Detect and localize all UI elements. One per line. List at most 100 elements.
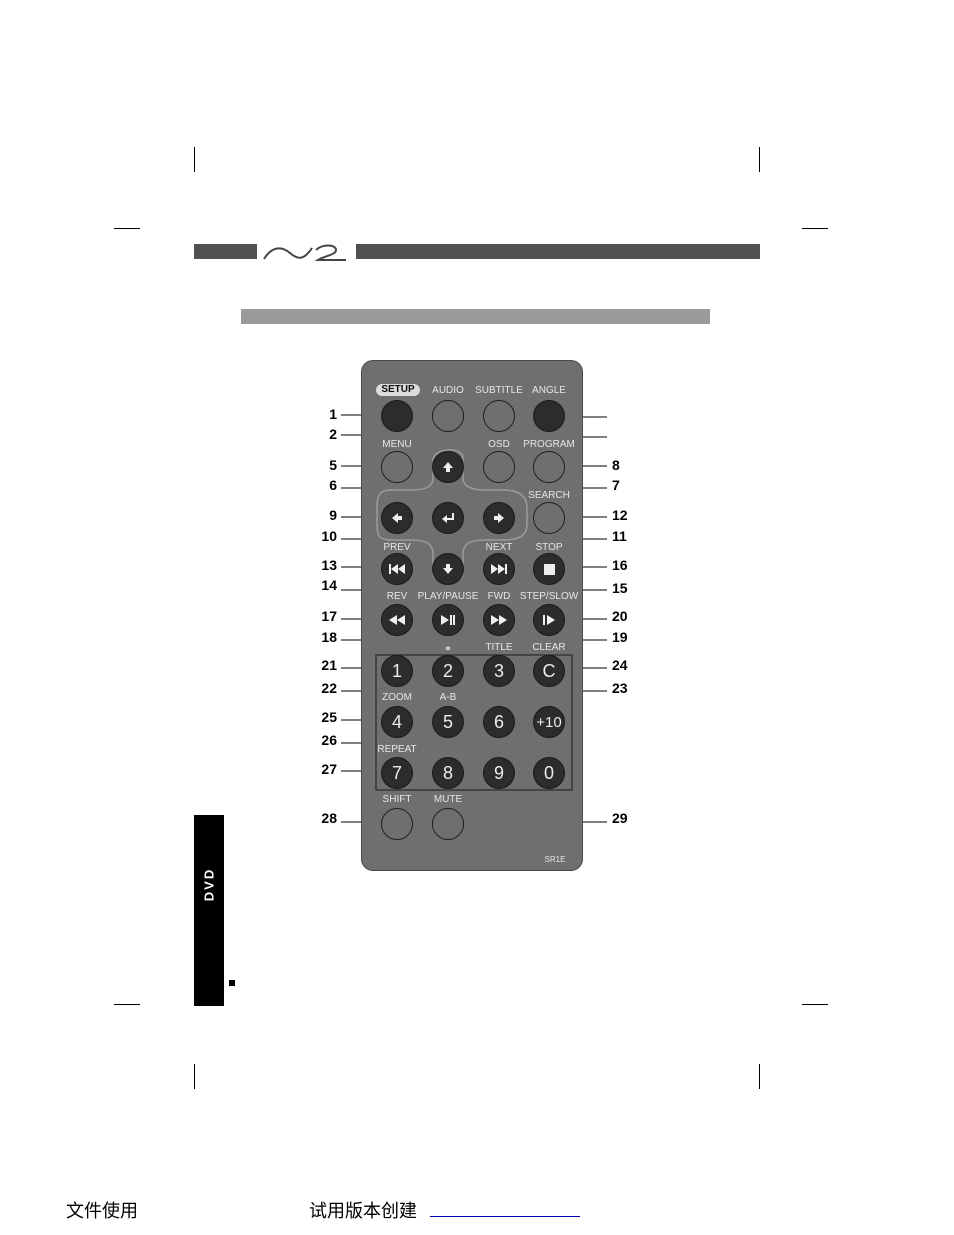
menu-button[interactable] [381, 451, 413, 483]
callout-29: 29 [612, 810, 628, 826]
callout-26: 26 [321, 732, 337, 748]
label-subtitle: SUBTITLE [475, 385, 523, 396]
side-tab-label: DVD [201, 867, 217, 902]
callout-25: 25 [321, 709, 337, 725]
key-8[interactable]: 8 [432, 757, 464, 789]
fast-forward-icon [491, 615, 507, 625]
label-fwd: FWD [487, 591, 511, 602]
callout-24: 24 [612, 657, 628, 673]
crop-mark [802, 1004, 828, 1005]
key-0[interactable]: 0 [533, 757, 565, 789]
label-setup: SETUP [358, 384, 438, 396]
arrow-left-icon [392, 513, 402, 523]
osd-button[interactable] [483, 451, 515, 483]
callout-16: 16 [612, 557, 628, 573]
key-7[interactable]: 7 [381, 757, 413, 789]
footer-left-text: 文件使用 [66, 1201, 138, 1222]
callout-2: 2 [329, 426, 337, 442]
subtitle-button[interactable] [483, 400, 515, 432]
key-6[interactable]: 6 [483, 706, 515, 738]
callout-20: 20 [612, 608, 628, 624]
clear-button[interactable]: C [533, 655, 565, 687]
label-clear: CLEAR [532, 642, 566, 653]
fwd-button[interactable] [483, 604, 515, 636]
shift-button[interactable] [381, 808, 413, 840]
footer-underline [430, 1216, 580, 1217]
callout-23: 23 [612, 680, 628, 696]
play-pause-button[interactable] [432, 604, 464, 636]
left-button[interactable] [381, 502, 413, 534]
audio-button[interactable] [432, 400, 464, 432]
label-program: PROGRAM [523, 439, 575, 450]
down-button[interactable] [432, 553, 464, 585]
arrow-down-icon [443, 564, 453, 574]
crop-mark [194, 147, 195, 172]
setup-button[interactable] [381, 400, 413, 432]
key-plus-10[interactable]: +10 [533, 706, 565, 738]
section-side-tab: DVD [194, 815, 224, 1006]
label-next: NEXT [485, 542, 513, 553]
callout-13: 13 [321, 557, 337, 573]
label-step-slow: STEP/SLOW [519, 591, 579, 602]
prev-button[interactable] [381, 553, 413, 585]
section-bar [241, 309, 710, 324]
arrow-up-icon [443, 462, 453, 472]
key-4[interactable]: 4 [381, 706, 413, 738]
angle-button[interactable] [533, 400, 565, 432]
label-title: TITLE [485, 642, 513, 653]
rev-button[interactable] [381, 604, 413, 636]
crop-mark [802, 228, 828, 229]
callout-10: 10 [321, 528, 337, 544]
step-slow-button[interactable] [533, 604, 565, 636]
key-3[interactable]: 3 [483, 655, 515, 687]
program-button[interactable] [533, 451, 565, 483]
callout-22: 22 [321, 680, 337, 696]
label-prev: PREV [383, 542, 411, 553]
rewind-icon [389, 615, 405, 625]
mute-button[interactable] [432, 808, 464, 840]
search-button[interactable] [533, 502, 565, 534]
callout-11: 11 [612, 528, 627, 544]
callout-18: 18 [321, 629, 337, 645]
label-a-b: A-B [439, 692, 457, 703]
header-bar-right [356, 244, 760, 259]
key-5[interactable]: 5 [432, 706, 464, 738]
label-mute: MUTE [433, 794, 463, 805]
label-repeat: REPEAT [377, 744, 417, 755]
header-bar-left [194, 244, 257, 259]
crop-mark [194, 1064, 195, 1089]
stop-button[interactable] [533, 553, 565, 585]
callout-21: 21 [321, 657, 337, 673]
callout-5: 5 [329, 457, 337, 473]
key-9[interactable]: 9 [483, 757, 515, 789]
label-zoom: ZOOM [382, 692, 412, 703]
up-button[interactable] [432, 451, 464, 483]
arrow-right-icon [494, 513, 504, 523]
label-play-pause: PLAY/PAUSE [417, 591, 479, 602]
key-2[interactable]: 2 [432, 655, 464, 687]
crop-mark [759, 1064, 760, 1089]
callout-19: 19 [612, 629, 628, 645]
crop-mark [759, 147, 760, 172]
label-audio: AUDIO [432, 385, 464, 396]
callout-27: 27 [321, 761, 337, 777]
label-menu: MENU [382, 439, 412, 450]
key-1[interactable]: 1 [381, 655, 413, 687]
next-button[interactable] [483, 553, 515, 585]
enter-icon [442, 513, 454, 523]
callout-15: 15 [612, 580, 628, 596]
skip-previous-icon [389, 564, 405, 574]
callout-1: 1 [329, 406, 337, 422]
label-stop: STOP [535, 542, 563, 553]
stop-icon [543, 563, 555, 575]
label-shift: SHIFT [382, 794, 412, 805]
play-pause-icon [441, 615, 455, 625]
crop-mark [114, 1004, 140, 1005]
callout-9: 9 [329, 507, 337, 523]
label-angle: ANGLE [532, 385, 566, 396]
enter-button[interactable] [432, 502, 464, 534]
right-button[interactable] [483, 502, 515, 534]
bullet-marker [229, 980, 235, 986]
crop-mark [114, 228, 140, 229]
callout-6: 6 [329, 477, 337, 493]
